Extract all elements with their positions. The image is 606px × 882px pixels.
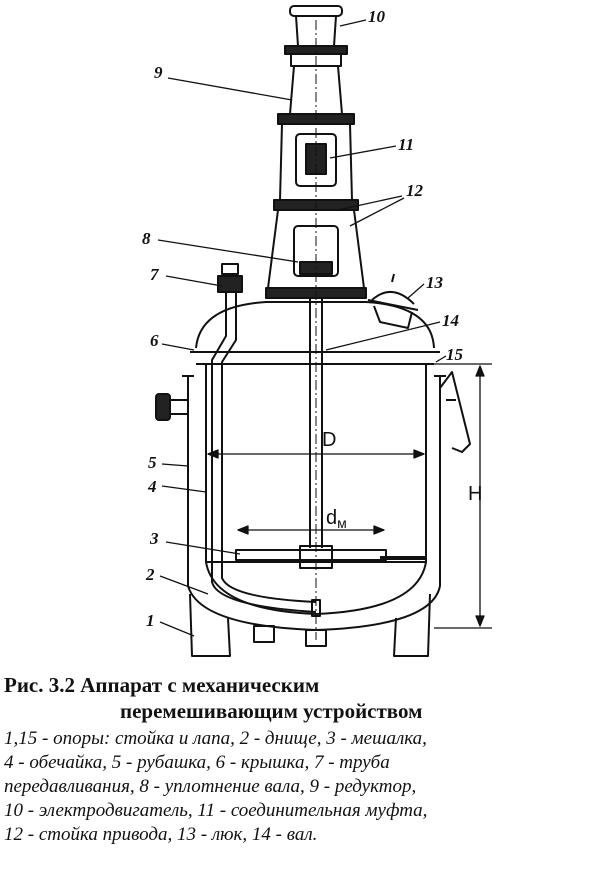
legend-line: передавливания, 8 - уплотнение вала, 9 -…: [4, 776, 417, 797]
label-15: 15: [446, 345, 464, 364]
label-10: 10: [368, 7, 386, 26]
legend-line: 12 - стойка привода, 13 - люк, 14 - вал.: [4, 824, 318, 845]
label-13: 13: [426, 273, 444, 292]
shell: [205, 364, 427, 562]
stand-supports: [189, 593, 431, 657]
caption-title-line1: Рис. 3.2 Аппарат с механическим: [4, 673, 320, 697]
label-11: 11: [398, 135, 414, 154]
bottom: [205, 561, 427, 615]
dim-label-dm: dм: [326, 507, 347, 531]
lid: [195, 301, 435, 349]
label-3: 3: [149, 529, 159, 548]
label-8: 8: [142, 229, 151, 248]
dim-label-dm-base: d: [326, 507, 337, 529]
agitator: [235, 545, 387, 569]
caption-legend: 1,15 - опоры: стойка и лапа, 2 - днище, …: [4, 727, 604, 847]
legend-line: 4 - обечайка, 5 - рубашка, 6 - крышка, 7…: [4, 752, 390, 773]
dim-label-dm-sub: м: [337, 515, 347, 531]
press-out-pipe: [211, 263, 321, 617]
side-nozzle: [155, 393, 189, 421]
apparatus-diagram: 10 9 11 12 8 7 13 14 6 15 5 4 3 2 1 D dм…: [142, 5, 492, 657]
label-14: 14: [442, 311, 459, 330]
label-6: 6: [150, 331, 159, 350]
dimension-lines: [207, 363, 492, 629]
label-7: 7: [150, 265, 160, 284]
label-2: 2: [145, 565, 155, 584]
lug-support: [439, 371, 471, 453]
label-9: 9: [154, 63, 163, 82]
legend-line: 10 - электродвигатель, 11 - соединительн…: [4, 800, 428, 821]
caption-title-line2: перемешивающим устройством: [120, 699, 423, 723]
leader-lines: [157, 19, 447, 637]
shaft: [309, 20, 323, 640]
label-5: 5: [148, 453, 157, 472]
figure-caption: Рис. 3.2 Аппарат с механическим перемеши…: [4, 672, 604, 847]
label-12: 12: [406, 181, 424, 200]
label-4: 4: [147, 477, 157, 496]
dim-label-H: H: [468, 483, 482, 505]
caption-title: Рис. 3.2 Аппарат с механическим перемеши…: [4, 672, 604, 724]
manhole: [367, 273, 419, 329]
label-1: 1: [146, 611, 155, 630]
dim-label-D: D: [322, 429, 336, 451]
legend-line: 1,15 - опоры: стойка и лапа, 2 - днище, …: [4, 728, 427, 749]
